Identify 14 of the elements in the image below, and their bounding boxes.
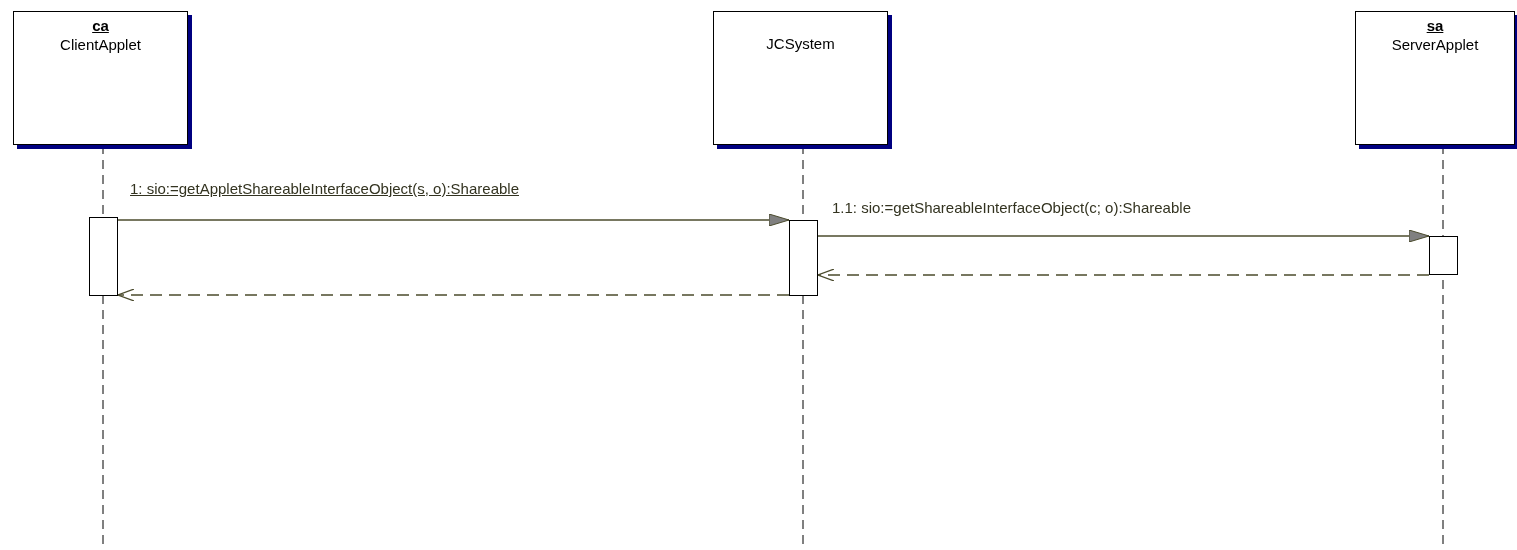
message-arrow [817,229,1430,243]
message-label: 1.1: sio:=getShareableInterfaceObject(c; o):Shareable [832,199,1191,217]
activation-bar [1429,236,1458,275]
activation-bar [89,217,118,296]
message-arrow [117,213,790,227]
class-name: ServerApplet [1391,35,1479,54]
activation-bar [789,220,818,296]
return-arrow [817,268,1430,282]
message-label: 1: sio:=getAppletShareableInterfaceObject(s, o):Shareable [130,180,519,198]
class-name: JCSystem [766,34,835,53]
return-arrow [117,288,790,302]
object-name: sa [1426,16,1444,35]
object-name: ca [92,16,109,35]
class-name: ClientApplet [60,35,141,54]
